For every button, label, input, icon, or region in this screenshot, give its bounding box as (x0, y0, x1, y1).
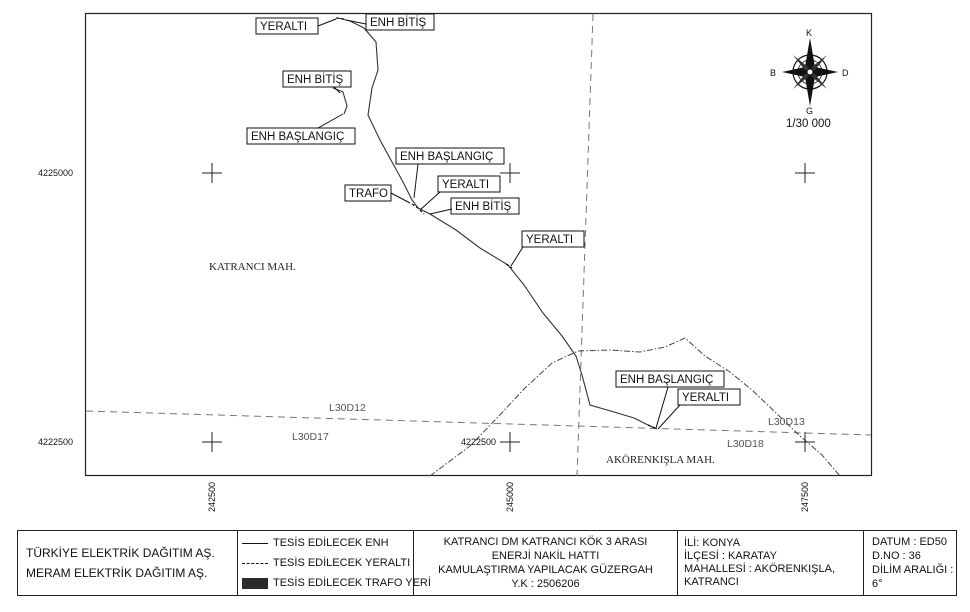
sheet-label: L30D17 (292, 431, 329, 443)
sheet-label: L30D12 (329, 402, 366, 414)
sheet-label: L30D13 (768, 416, 805, 428)
location-line: İLİ: KONYA (684, 537, 741, 549)
dashed-line-swatch-icon (242, 562, 268, 564)
callout: YERALTI (255, 17, 337, 35)
legend-table: TÜRKİYE ELEKTRİK DAĞITIM AŞ. MERAM ELEKT… (17, 530, 957, 596)
svg-text:YERALTI: YERALTI (260, 21, 307, 33)
neighborhood-label: AKÖRENKIŞLA MAH. (606, 454, 715, 466)
legend-key-cell: TESİS EDİLECEK ENH TESİS EDİLECEK YERALT… (238, 531, 431, 595)
legend-key-row: TESİS EDİLECEK ENH (242, 533, 413, 553)
location-line: MAHALLESİ : AKÖRENKIŞLA, (684, 563, 836, 575)
legend-key-row: TESİS EDİLECEK YERALTI (242, 553, 413, 573)
compass-east: D (842, 68, 849, 78)
enh-branch-line (332, 87, 348, 115)
callout: ENH BAŞLANGIÇ (615, 370, 725, 429)
northing-label: 4222500 (38, 437, 73, 447)
callout: TRAFO (344, 184, 411, 204)
svg-text:ENH BAŞLANGIÇ: ENH BAŞLANGIÇ (400, 151, 493, 163)
project-title-line: KAMULAŞTIRMA YAPILACAK GÜZERGAH (438, 564, 653, 576)
organization-name: TÜRKİYE ELEKTRİK DAĞITIM AŞ. (26, 546, 215, 560)
callout: ENH BİTİŞ (345, 13, 435, 31)
legend-key-label: TESİS EDİLECEK YERALTI (273, 557, 411, 569)
project-title-line: Y.K : 2506206 (511, 578, 580, 590)
neighborhood-boundary (429, 337, 841, 477)
legend-key-row: TESİS EDİLECEK TRAFO YERİ (242, 573, 431, 593)
datum-line: DATUM : ED50 (872, 536, 947, 548)
underground-segment (647, 424, 658, 430)
map-frame (84, 12, 873, 477)
svg-text:YERALTI: YERALTI (442, 179, 489, 191)
callout: YERALTI (419, 175, 501, 211)
callout: ENH BİTİŞ (282, 70, 352, 94)
svg-text:ENH BİTİŞ: ENH BİTİŞ (370, 16, 427, 29)
underground-segment (411, 203, 425, 215)
easting-label: 242500 (207, 482, 217, 512)
compass-rose-icon (782, 38, 838, 106)
grid-cross (202, 163, 815, 452)
callout: YERALTI (510, 230, 585, 267)
sheet-boundary-horizontal (85, 410, 872, 436)
sheet-label: L30D18 (727, 438, 764, 450)
sheet-boundary-vertical (576, 13, 594, 477)
callout: ENH BAŞLANGIÇ (395, 147, 505, 199)
compass-south: G (806, 106, 813, 116)
compass-west: B (770, 68, 776, 78)
datum-line: DİLİM ARALIĞI : 6° (872, 564, 954, 590)
location-line: KATRANCI (684, 576, 739, 588)
svg-text:YERALTI: YERALTI (526, 234, 573, 246)
location-line: İLÇESİ : KARATAY (684, 550, 777, 562)
easting-label: 245000 (505, 482, 515, 512)
legend-key-label: TESİS EDİLECEK ENH (273, 537, 389, 549)
enh-line (337, 17, 658, 430)
svg-text:ENH BİTİŞ: ENH BİTİŞ (287, 73, 344, 86)
callout: YERALTI (657, 388, 741, 430)
solid-line-swatch-icon (242, 542, 268, 544)
underground-segment (505, 263, 513, 269)
location-cell: İLİ: KONYA İLÇESİ : KARATAY MAHALLESİ : … (678, 531, 864, 595)
northing-label: 4225000 (38, 168, 73, 178)
datum-cell: DATUM : ED50 D.NO : 36 DİLİM ARALIĞI : 6… (864, 531, 956, 595)
coord-label-inline: 4222500 (461, 437, 496, 447)
project-title-line: KATRANCI DM KATRANCI KÖK 3 ARASI (443, 536, 648, 548)
legend-key-label: TESİS EDİLECEK TRAFO YERİ (273, 577, 431, 589)
svg-text:YERALTI: YERALTI (682, 392, 729, 404)
project-title-line: ENERJİ NAKİL HATTI (491, 550, 600, 562)
project-title-cell: KATRANCI DM KATRANCI KÖK 3 ARASI ENERJİ … (414, 531, 678, 595)
svg-text:ENH BAŞLANGIÇ: ENH BAŞLANGIÇ (620, 374, 713, 386)
svg-text:TRAFO: TRAFO (349, 188, 388, 200)
neighborhood-label: KATRANCI MAH. (209, 261, 296, 273)
easting-label: 247500 (800, 482, 810, 512)
filled-area-swatch-icon (242, 577, 268, 589)
svg-text:ENH BİTİŞ: ENH BİTİŞ (455, 200, 512, 213)
compass-north: K (806, 28, 812, 38)
scale-label: 1/30 000 (786, 118, 831, 130)
map-canvas: 4225000 4222500 4222500 242500 245000 24… (38, 12, 873, 512)
organization-name: MERAM ELEKTRİK DAĞITIM AŞ. (26, 566, 208, 580)
datum-line: D.NO : 36 (872, 550, 921, 562)
callout: ENH BİTİŞ (429, 197, 520, 215)
underground-segment (335, 17, 345, 20)
callout: ENH BAŞLANGIÇ (246, 113, 356, 145)
organization-cell: TÜRKİYE ELEKTRİK DAĞITIM AŞ. MERAM ELEKT… (18, 531, 238, 595)
svg-text:ENH BAŞLANGIÇ: ENH BAŞLANGIÇ (251, 131, 344, 143)
